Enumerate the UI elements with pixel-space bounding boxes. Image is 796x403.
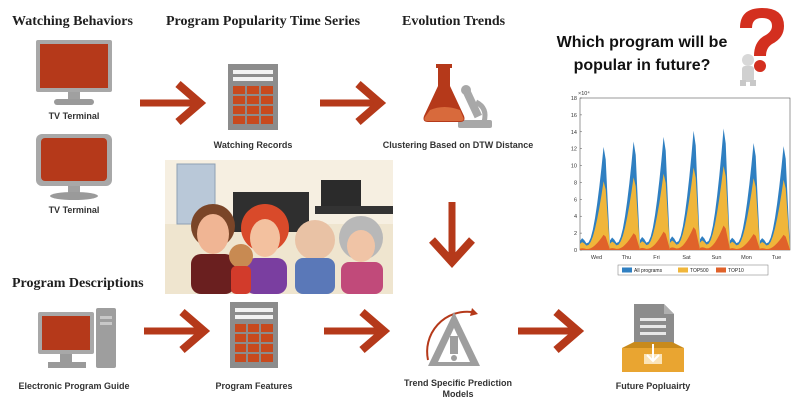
x-tick-label: Sun <box>712 255 722 261</box>
x-tick-label: Thu <box>622 255 631 261</box>
tv-terminal-icon <box>34 40 114 106</box>
heading-popularity-time-series: Program Popularity Time Series <box>166 14 361 29</box>
legend-swatch <box>678 267 688 273</box>
arrow-right-icon <box>516 308 586 354</box>
trend-model-icon <box>420 300 494 372</box>
legend-box <box>617 264 769 276</box>
family-watching-illustration <box>165 160 393 294</box>
arrow-right-icon <box>142 308 212 354</box>
legend-label: TOP500 <box>690 268 709 274</box>
series-area <box>580 225 790 250</box>
y-tick-label: 0 <box>574 248 577 254</box>
series-area <box>580 165 790 250</box>
y-tick-label: 2 <box>574 231 577 237</box>
x-tick-label: Fri <box>653 255 659 261</box>
question-text: Which program will be popular in future? <box>540 31 744 77</box>
label-trend-models-line2: Models <box>442 389 474 399</box>
y-exponent-label: ×10⁴ <box>578 90 590 97</box>
label-watching-records: Watching Records <box>213 140 293 150</box>
label-program-features: Program Features <box>215 381 293 391</box>
y-tick-label: 8 <box>574 180 577 186</box>
label-clustering: Clustering Based on DTW Distance <box>382 140 534 150</box>
lab-flask-microscope-icon <box>420 60 494 134</box>
legend-label: TOP10 <box>728 268 744 274</box>
y-tick-label: 16 <box>571 113 577 119</box>
x-tick-label: Sat <box>682 255 691 261</box>
document-table-icon <box>228 64 278 130</box>
arrow-right-icon <box>138 80 208 126</box>
arrow-down-icon <box>428 200 476 270</box>
y-tick-label: 12 <box>571 147 577 153</box>
heading-watching-behaviors: Watching Behaviors <box>12 14 133 29</box>
y-tick-label: 18 <box>571 96 577 102</box>
legend-swatch <box>622 267 632 273</box>
arrow-right-icon <box>318 80 388 126</box>
question-line-1: Which program will be <box>556 34 728 51</box>
y-tick-label: 6 <box>574 197 577 203</box>
inbox-document-icon <box>620 302 686 374</box>
label-tv-terminal-2: TV Terminal <box>48 205 100 215</box>
question-mark-figure-icon <box>728 4 792 88</box>
legend-swatch <box>716 267 726 273</box>
heading-evolution-trends: Evolution Trends <box>402 14 506 29</box>
x-tick-label: Tue <box>772 255 781 261</box>
arrow-right-icon <box>322 308 392 354</box>
label-trend-models: Trend Specific Prediction Models <box>378 378 538 400</box>
y-tick-label: 4 <box>574 214 577 220</box>
computer-icon <box>34 306 118 370</box>
x-tick-label: Wed <box>591 255 602 261</box>
legend-label: All programs <box>634 268 663 274</box>
label-epg: Electronic Program Guide <box>18 381 130 391</box>
y-tick-label: 14 <box>571 130 577 136</box>
label-tv-terminal-1: TV Terminal <box>48 111 100 121</box>
document-table-icon <box>230 302 278 368</box>
tv-terminal-icon <box>34 134 114 200</box>
y-tick-label: 10 <box>571 164 577 170</box>
label-future-popularity: Future Popluairty <box>615 381 691 391</box>
heading-program-descriptions: Program Descriptions <box>12 276 144 291</box>
label-trend-models-line1: Trend Specific Prediction <box>403 378 513 388</box>
question-line-2: popular in future? <box>573 57 711 74</box>
x-tick-label: Mon <box>741 255 752 261</box>
